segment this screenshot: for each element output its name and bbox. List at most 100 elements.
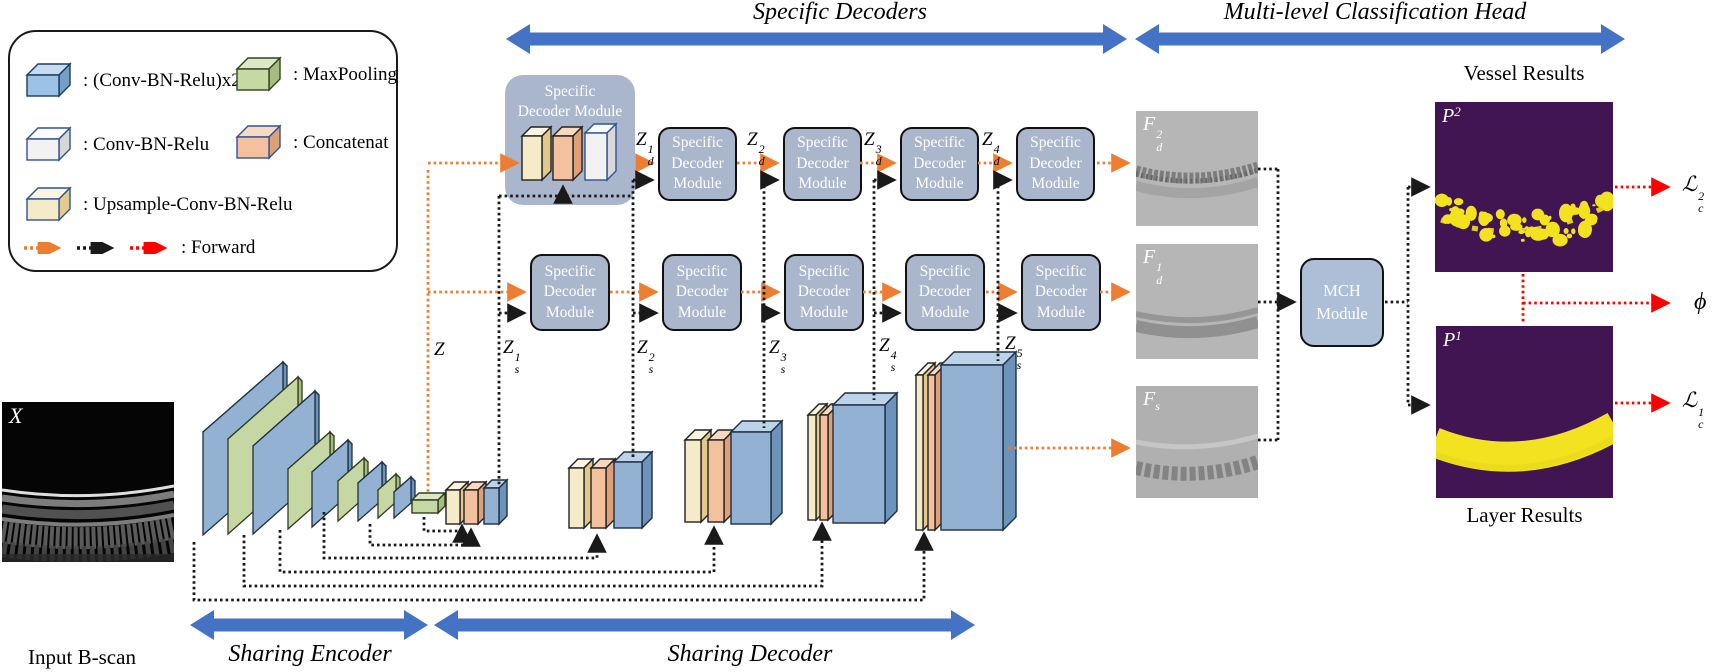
input-bscan-image: X [0, 402, 177, 563]
module-label-line: Specific [1035, 262, 1087, 280]
p2-label: P2 [1442, 104, 1461, 127]
module-label-line: Decoder [797, 283, 851, 301]
legend-item: : Forward [22, 238, 255, 257]
module-label-line: Module [1036, 303, 1086, 321]
sharing-decoder-title: Sharing Decoder [667, 641, 833, 667]
legend-item: : Upsample-Conv-BN-Relu [24, 184, 293, 224]
module-label-line: Module [920, 303, 970, 321]
module-label-line: Specific [1030, 134, 1081, 152]
legend-item: : Concatenat [234, 122, 389, 162]
module-label-line: Module [677, 303, 727, 321]
fd1-graphic [1134, 244, 1260, 359]
fd2-graphic [1134, 111, 1260, 226]
vessel-result-p2-image: P2 [1434, 102, 1615, 272]
legend-label: : MaxPooling [293, 63, 397, 85]
module-label-line: Specific [914, 134, 965, 152]
forward-black-arrow-icon [77, 241, 115, 254]
feature-map-fs-image: Fs [1134, 386, 1261, 498]
module-label-line: Decoder [675, 283, 729, 301]
module-label-line: Decoder Module [517, 103, 623, 121]
input-bscan-caption: Input B-scan [28, 645, 136, 669]
module-label-line: Specific [798, 262, 850, 280]
fs-graphic [1134, 386, 1261, 498]
module-label-line: Specific [544, 83, 596, 100]
layer-result-p1-image: P1 [1428, 326, 1623, 498]
mch-label-line: Module [1316, 303, 1368, 323]
module-label-line: Decoder [913, 154, 966, 172]
p2-graphic [1434, 102, 1615, 272]
forward-red-arrow-icon [130, 241, 168, 254]
vessel-results-title: Vessel Results [1463, 61, 1585, 85]
module-label-line: Decoder [543, 283, 597, 301]
module-label-line: Module [915, 175, 964, 193]
oct-bscan-graphic [0, 402, 177, 563]
module-label-line: Specific [797, 134, 848, 152]
module-label-line: Decoder [918, 283, 972, 301]
module-label-line: Specific [919, 262, 971, 280]
legend-label: : Concatenat [293, 131, 389, 153]
phi-output-label: ϕ [1694, 289, 1707, 315]
legend-item: : Conv-BN-Relu [24, 124, 209, 164]
fs-label: Fs [1143, 388, 1160, 413]
z-latent-label: Z [434, 339, 445, 360]
legend-label: : Upsample-Conv-BN-Relu [83, 193, 293, 215]
upsample-conv-bn-relu-block-icon [25, 186, 72, 222]
classification-head-title: Multi-level Classification Head [1223, 0, 1527, 25]
legend-label: : Forward [181, 237, 256, 258]
maxpooling-block-icon [235, 56, 282, 92]
specific-decoders-title: Specific Decoders [753, 0, 927, 25]
layer-results-caption: Layer Results [1466, 503, 1583, 527]
conv-bn-relu-x2-block-icon [25, 62, 72, 98]
forward-orange-arrow-icon [24, 241, 62, 254]
input-x-label: X [9, 403, 23, 428]
legend-box: : (Conv-BN-Relu)x2 : MaxPooling : Conv-B… [8, 30, 398, 272]
module-label-line: Decoder [1034, 283, 1088, 301]
concatenate-block-icon [235, 124, 282, 160]
mch-label-line: MCH [1323, 281, 1361, 301]
module-label-line: Decoder [796, 154, 849, 172]
p1-graphic [1428, 326, 1623, 498]
module-label-line: Decoder [1029, 154, 1082, 172]
module-label-line: Specific [672, 134, 723, 152]
legend-item: : (Conv-BN-Relu)x2 [24, 60, 241, 100]
module-label-line: Module [673, 175, 722, 193]
legend-label: : (Conv-BN-Relu)x2 [83, 69, 241, 91]
p1-label: P1 [1443, 328, 1462, 351]
module-label-line: Module [799, 303, 849, 321]
module-label-line: Specific [676, 262, 728, 280]
module-label-line: Module [798, 175, 847, 193]
module-label-line: Decoder [671, 154, 724, 172]
conv-bn-relu-block-icon [25, 126, 72, 162]
module-label-line: Specific [544, 262, 596, 280]
specific-decoder-module-large: Specific Decoder Module [505, 75, 635, 205]
legend-item: : MaxPooling [234, 54, 397, 94]
mch-module: MCH Module [1300, 258, 1384, 347]
module-label-line: Module [1031, 175, 1080, 193]
legend-label: : Conv-BN-Relu [83, 133, 210, 155]
